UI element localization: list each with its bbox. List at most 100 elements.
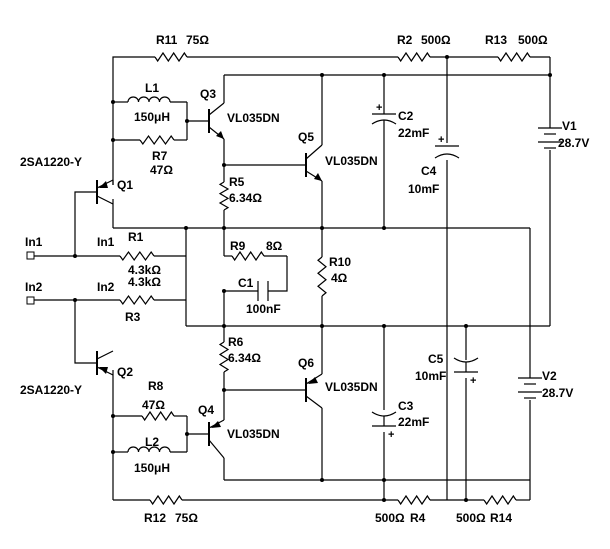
r4-value: 500Ω bbox=[375, 511, 405, 525]
l1-ref: L1 bbox=[145, 81, 159, 95]
c3-plus-mark: + bbox=[388, 429, 394, 441]
r10-value: 4Ω bbox=[331, 271, 348, 285]
l2-value: 150μH bbox=[134, 461, 170, 475]
q5-part: VL035DN bbox=[325, 154, 378, 168]
r11-value: 75Ω bbox=[186, 33, 209, 47]
c2-ref: C2 bbox=[398, 109, 414, 123]
r7-value: 47Ω bbox=[150, 163, 173, 177]
c4-value: 10mF bbox=[408, 182, 439, 196]
junction-dots bbox=[73, 55, 552, 502]
r5-ref: R5 bbox=[229, 175, 245, 189]
net-in2-label: In2 bbox=[97, 280, 115, 294]
port-in1-terminal[interactable] bbox=[26, 251, 35, 260]
q3-ref: Q3 bbox=[200, 87, 216, 101]
v2-ref: V2 bbox=[542, 369, 557, 383]
r9-value: 8Ω bbox=[266, 239, 283, 253]
q1-part: 2SA1220-Y bbox=[20, 155, 82, 169]
resistor-r5 bbox=[218, 181, 230, 211]
r3-ref: R3 bbox=[125, 310, 141, 324]
transistor-q2 bbox=[96, 350, 114, 376]
r1-value: 4.3kΩ bbox=[128, 263, 161, 277]
q4-ref: Q4 bbox=[198, 403, 214, 417]
capacitor-c4: + bbox=[434, 134, 460, 159]
r13-ref: R13 bbox=[485, 33, 507, 47]
l1-value: 150μH bbox=[134, 110, 170, 124]
r1-ref: R1 bbox=[128, 230, 144, 244]
transistor-q6 bbox=[305, 373, 323, 409]
r8-ref: R8 bbox=[148, 379, 164, 393]
c4-plus-mark: + bbox=[438, 134, 444, 146]
c4-ref: C4 bbox=[421, 164, 437, 178]
transistor-q4 bbox=[208, 419, 225, 459]
resistor-r8 bbox=[141, 410, 175, 422]
resistor-r10 bbox=[317, 256, 327, 297]
r14-value: 500Ω bbox=[456, 511, 486, 525]
r10-ref: R10 bbox=[329, 255, 351, 269]
q1-ref: Q1 bbox=[117, 178, 133, 192]
c5-ref: C5 bbox=[428, 352, 444, 366]
transistor-q3 bbox=[208, 102, 225, 140]
c1-ref: C1 bbox=[238, 276, 254, 290]
resistor-r3 bbox=[119, 294, 155, 306]
c1-value: 100nF bbox=[246, 302, 281, 316]
q4-part: VL035DN bbox=[227, 427, 280, 441]
capacitor-c1 bbox=[257, 281, 269, 301]
resistor-r14 bbox=[483, 494, 517, 506]
r12-value: 75Ω bbox=[175, 511, 198, 525]
r5-value: 6.34Ω bbox=[229, 191, 262, 205]
q3-part: VL035DN bbox=[227, 111, 280, 125]
resistor-r2 bbox=[397, 51, 431, 63]
component-labels: R11 75Ω R2 500Ω R13 500Ω L1 150μH Q3 VL0… bbox=[20, 33, 589, 525]
wires bbox=[34, 56, 551, 501]
q6-ref: Q6 bbox=[298, 356, 314, 370]
resistor-r7 bbox=[139, 134, 175, 146]
battery-v1 bbox=[538, 127, 562, 149]
inductor-l2 bbox=[127, 446, 171, 453]
inductor-l1 bbox=[127, 96, 171, 103]
q6-part: VL035DN bbox=[325, 380, 378, 394]
r7-ref: R7 bbox=[152, 149, 168, 163]
c5-plus-mark: + bbox=[470, 375, 476, 387]
r6-value: 6.34Ω bbox=[228, 351, 261, 365]
port-in2-terminal[interactable] bbox=[26, 296, 35, 305]
c5-value: 10mF bbox=[415, 369, 446, 383]
r2-ref: R2 bbox=[397, 33, 413, 47]
resistor-r1 bbox=[119, 250, 155, 262]
r2-value: 500Ω bbox=[421, 33, 451, 47]
c3-ref: C3 bbox=[398, 399, 414, 413]
resistor-r4 bbox=[397, 494, 431, 506]
v2-value: 28.7V bbox=[542, 386, 573, 400]
c3-value: 22mF bbox=[398, 415, 429, 429]
r8-value: 47Ω bbox=[142, 398, 165, 412]
c2-plus-mark: + bbox=[376, 102, 382, 114]
q5-ref: Q5 bbox=[298, 130, 314, 144]
net-in1-label: In1 bbox=[97, 235, 115, 249]
resistor-r9 bbox=[231, 250, 265, 262]
resistor-r6 bbox=[218, 341, 230, 373]
r6-ref: R6 bbox=[228, 335, 244, 349]
resistors bbox=[119, 51, 531, 506]
r12-ref: R12 bbox=[144, 511, 166, 525]
q2-part: 2SA1220-Y bbox=[20, 383, 82, 397]
capacitor-c5: + bbox=[453, 357, 479, 387]
r9-ref: R9 bbox=[230, 239, 246, 253]
q2-ref: Q2 bbox=[117, 365, 133, 379]
r14-ref: R14 bbox=[490, 511, 512, 525]
resistor-r12 bbox=[149, 494, 183, 506]
battery-v2 bbox=[518, 377, 542, 399]
resistor-r13 bbox=[497, 51, 531, 63]
transistor-q5 bbox=[305, 144, 323, 182]
resistor-r11 bbox=[154, 51, 188, 63]
port-in1-label: In1 bbox=[25, 235, 43, 249]
r4-ref: R4 bbox=[410, 511, 426, 525]
r3-value: 4.3kΩ bbox=[128, 275, 161, 289]
r13-value: 500Ω bbox=[518, 33, 548, 47]
capacitor-c2: + bbox=[371, 102, 397, 140]
v1-ref: V1 bbox=[562, 119, 577, 133]
l2-ref: L2 bbox=[145, 435, 159, 449]
c2-value: 22mF bbox=[398, 126, 429, 140]
port-in2-label: In2 bbox=[25, 280, 43, 294]
v1-value: 28.7V bbox=[558, 136, 589, 150]
